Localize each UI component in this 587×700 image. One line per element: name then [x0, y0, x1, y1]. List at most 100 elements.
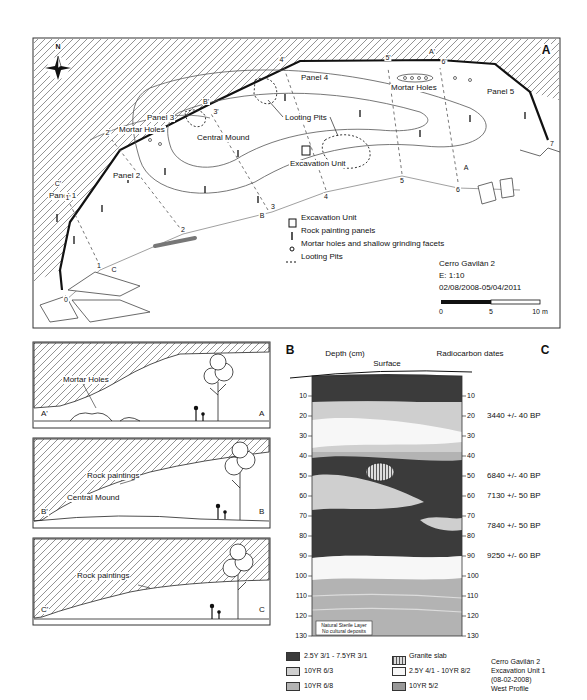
depth-tick: 60 [466, 492, 476, 499]
depth-tick: 130 [466, 632, 480, 639]
map-label: B [258, 508, 265, 516]
map-label: 1' [64, 194, 71, 201]
map-label: Excavation Unit 1 [490, 667, 546, 674]
depth-tick: 80 [298, 532, 308, 539]
legend-swatch [286, 652, 300, 661]
map-label: B' [40, 508, 49, 516]
map-label: Depth (cm) [324, 350, 366, 358]
depth-tick: 110 [466, 592, 479, 599]
depth-tick: 10 [298, 392, 308, 399]
legend-swatch [286, 667, 300, 676]
map-label: Natural Sterile Layer [320, 623, 368, 628]
map-label: Surface [372, 360, 402, 368]
depth-tick: 100 [294, 572, 308, 579]
depth-tick: 90 [298, 552, 308, 559]
map-label: 9250 +/- 60 BP [486, 552, 542, 560]
legend-text: 2.5Y 4/1 - 10YR 8/2 [408, 667, 471, 674]
legend-swatch [392, 682, 406, 691]
map-label: Radiocarbon dates [435, 350, 504, 358]
legend-text: Granite slab [408, 652, 448, 659]
map-label: 6' [440, 58, 447, 65]
map-label: Mortar Holes [118, 126, 166, 134]
map-label: 1 [96, 262, 102, 269]
depth-tick: 130 [294, 632, 308, 639]
map-label: Panel 4 [300, 74, 329, 82]
map-label: (08-02-2008) [490, 676, 532, 683]
map-label: C [110, 266, 117, 273]
panel-letter: B [285, 344, 296, 357]
depth-tick: 50 [298, 472, 308, 479]
map-label: 2 [180, 226, 186, 233]
map-label: 0 [63, 296, 69, 303]
map-label: 02/08/2008-05/04/2011 [438, 284, 522, 292]
legend-swatch [285, 253, 299, 262]
map-label: 3' [212, 108, 219, 115]
legend-swatch [285, 214, 299, 223]
map-label: Panel 5 [486, 88, 515, 96]
legend-text: 10YR 5/2 [408, 682, 439, 689]
depth-tick: 80 [466, 532, 476, 539]
legend-swatch [286, 682, 300, 691]
map-label: Cerro Gavilán 2 [490, 658, 541, 665]
map-label: 5 [399, 177, 405, 184]
map-label: Rock paintings [76, 572, 130, 580]
map-label: C [258, 606, 266, 614]
legend-text: Excavation Unit [300, 214, 358, 222]
map-label: 2' [104, 129, 111, 136]
map-label: Excavation Unit [289, 160, 347, 168]
map-label: Mortar Holes [390, 84, 438, 92]
legend-text: 2.5Y 3/1 - 7.5YR 3/1 [303, 652, 368, 659]
legend-text: 10YR 6/3 [303, 667, 334, 674]
map-label: A' [428, 48, 436, 55]
depth-tick: 30 [298, 432, 308, 439]
map-label: C' [40, 606, 49, 614]
depth-tick: 30 [466, 432, 476, 439]
depth-tick: 20 [298, 412, 308, 419]
map-label: Rock paintings [86, 472, 140, 480]
depth-tick: 70 [466, 512, 476, 519]
map-label: Central Mound [196, 134, 250, 142]
map-label: Mortar Holes [62, 376, 110, 384]
map-label: B [259, 212, 266, 219]
map-label: 7130 +/- 50 BP [486, 492, 542, 500]
map-label: C' [54, 180, 62, 187]
depth-tick: 70 [298, 512, 308, 519]
legend-text: Looting Pits [300, 253, 344, 261]
legend-text: Mortar holes and shallow grinding facets [300, 240, 445, 248]
map-label: Panel 2 [112, 172, 141, 180]
depth-tick: 100 [466, 572, 480, 579]
depth-tick: 40 [466, 452, 476, 459]
map-label: 10 m [531, 308, 549, 315]
map-label: No cultural deposits [321, 629, 367, 634]
map-label: Panel 3 [146, 114, 175, 122]
depth-tick: 110 [295, 592, 308, 599]
map-label: A [258, 410, 265, 418]
depth-tick: 10 [466, 392, 476, 399]
legend-swatch [392, 667, 406, 676]
map-label: B' [202, 98, 210, 105]
depth-tick: 50 [466, 472, 476, 479]
map-label: 3440 +/- 40 BP [486, 412, 542, 420]
depth-tick: 40 [298, 452, 308, 459]
panel-letter: C [540, 344, 551, 357]
map-label: Central Mound [66, 494, 120, 502]
depth-tick: 60 [298, 492, 308, 499]
map-label: 5' [384, 54, 391, 61]
depth-tick: 90 [466, 552, 476, 559]
map-label: 6840 +/- 40 BP [486, 472, 542, 480]
legend-swatch [285, 240, 299, 249]
map-label: Cerro Gavilán 2 [438, 260, 496, 268]
map-label: 7840 +/- 50 BP [486, 522, 542, 530]
legend-text: 10YR 6/8 [303, 682, 334, 689]
map-label: 4' [278, 56, 285, 63]
map-label: A [463, 164, 470, 171]
map-label: 7 [549, 140, 555, 147]
map-label: West Profile [490, 685, 530, 692]
legend-text: Rock painting panels [300, 227, 376, 235]
depth-tick: 120 [466, 612, 480, 619]
map-label: 0 [438, 308, 444, 315]
map-label: N [54, 43, 61, 50]
map-label: Panel 1 [48, 192, 77, 200]
map-label: Looting Pits [284, 114, 328, 122]
legend-swatch [285, 227, 299, 236]
